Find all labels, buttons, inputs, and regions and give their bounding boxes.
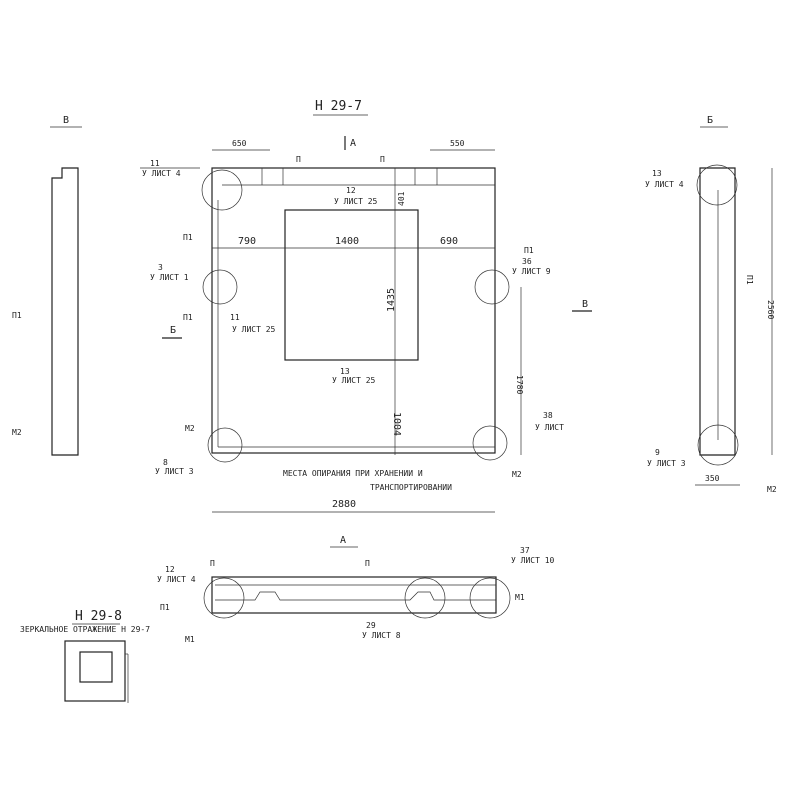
callout-sheet: У ЛИСТ 8	[362, 631, 401, 640]
callout-sheet: У ЛИСТ 10	[511, 556, 555, 565]
callout-num: 13	[652, 169, 662, 178]
mirror-caption: ЗЕРКАЛЬНОЕ ОТРАЖЕНИЕ Н 29-7	[20, 625, 150, 634]
callout-sheet: У ЛИСТ 4	[157, 575, 196, 584]
callout-num: 12	[346, 186, 356, 195]
dim-550: 550	[450, 139, 465, 148]
callout-sheet: У ЛИСТ 3	[647, 459, 686, 468]
mark-m2: М2	[12, 428, 22, 437]
callout-sheet: У ЛИСТ	[535, 423, 564, 432]
callout-sheet: У ЛИСТ 1	[150, 273, 189, 282]
view-v-title: В	[63, 115, 69, 126]
callout-num: 37	[520, 546, 530, 555]
callout-num: 12	[165, 565, 175, 574]
mirror-panel: Н 29-8 ЗЕРКАЛЬНОЕ ОТРАЖЕНИЕ Н 29-7	[20, 609, 150, 703]
mark-p1: П1	[183, 313, 193, 322]
mark-m2: М2	[512, 470, 522, 479]
callout-sheet: У ЛИСТ 4	[645, 180, 684, 189]
support-note: ТРАНСПОРТИРОВАНИИ	[370, 483, 452, 492]
callout-num: 9	[655, 448, 660, 457]
callout-num: 13	[340, 367, 350, 376]
main-view: Н 29-7 А 650 550 790 1400 690 401 1435 1…	[140, 99, 592, 513]
window-opening	[284, 209, 419, 361]
callout-num: 36	[522, 257, 532, 266]
callout-num: 38	[543, 411, 553, 420]
callout-num: 11	[150, 159, 160, 168]
view-a: А 12 У ЛИСТ 4 37 У ЛИСТ 10 29 У ЛИСТ 8 П…	[157, 535, 555, 644]
dim-1435: 1435	[386, 288, 397, 312]
support-note: МЕСТА ОПИРАНИЯ ПРИ ХРАНЕНИИ И	[283, 469, 423, 478]
mark-m1: М1	[515, 593, 525, 602]
mark-m2: М2	[185, 424, 195, 433]
dim-350: 350	[705, 474, 720, 483]
mark-p1: П1	[183, 233, 193, 242]
dim-2880: 2880	[332, 499, 356, 510]
section-b-marker: Б	[170, 325, 176, 336]
mark-p: П	[380, 155, 385, 164]
view-a-title: А	[340, 535, 346, 546]
dim-1780: 1780	[515, 375, 524, 394]
callout-num: 29	[366, 621, 376, 630]
mark-p: П	[210, 559, 215, 568]
dim-1004: 1004	[391, 412, 402, 436]
callout-sheet: У ЛИСТ 25	[332, 376, 376, 385]
mark-p1: П1	[524, 246, 534, 255]
dim-650: 650	[232, 139, 247, 148]
callout-sheet: У ЛИСТ 25	[232, 325, 276, 334]
callout-sheet: У ЛИСТ 25	[334, 197, 378, 206]
section-a-marker: А	[350, 138, 356, 149]
mark-p: П	[296, 155, 301, 164]
mark-m2: М2	[767, 485, 777, 494]
mark-p1: П1	[160, 603, 170, 612]
main-title: Н 29-7	[315, 99, 362, 114]
view-b: Б 13 У ЛИСТ 4 9 У ЛИСТ 3 П1 М2 2560 350	[645, 115, 777, 494]
view-b-title: Б	[707, 115, 713, 126]
dim-690: 690	[440, 236, 458, 247]
dim-2560: 2560	[766, 300, 775, 319]
mark-p1: П1	[12, 311, 22, 320]
callout-num: 3	[158, 263, 163, 272]
mirror-title: Н 29-8	[75, 609, 122, 624]
mark-m1: М1	[185, 635, 195, 644]
dim-401: 401	[397, 191, 406, 206]
view-v: В П1 М2	[12, 115, 82, 456]
callout-num: 8	[163, 458, 168, 467]
dim-1400: 1400	[335, 236, 359, 247]
dim-790: 790	[238, 236, 256, 247]
panel-outline	[211, 167, 496, 454]
callout-sheet: У ЛИСТ 3	[155, 467, 194, 476]
section-v-marker: В	[582, 299, 588, 310]
mark-p1: П1	[745, 275, 754, 285]
callout-sheet: У ЛИСТ 4	[142, 169, 181, 178]
mark-p: П	[365, 559, 370, 568]
callout-sheet: У ЛИСТ 9	[512, 267, 551, 276]
callout-num: 11	[230, 313, 240, 322]
